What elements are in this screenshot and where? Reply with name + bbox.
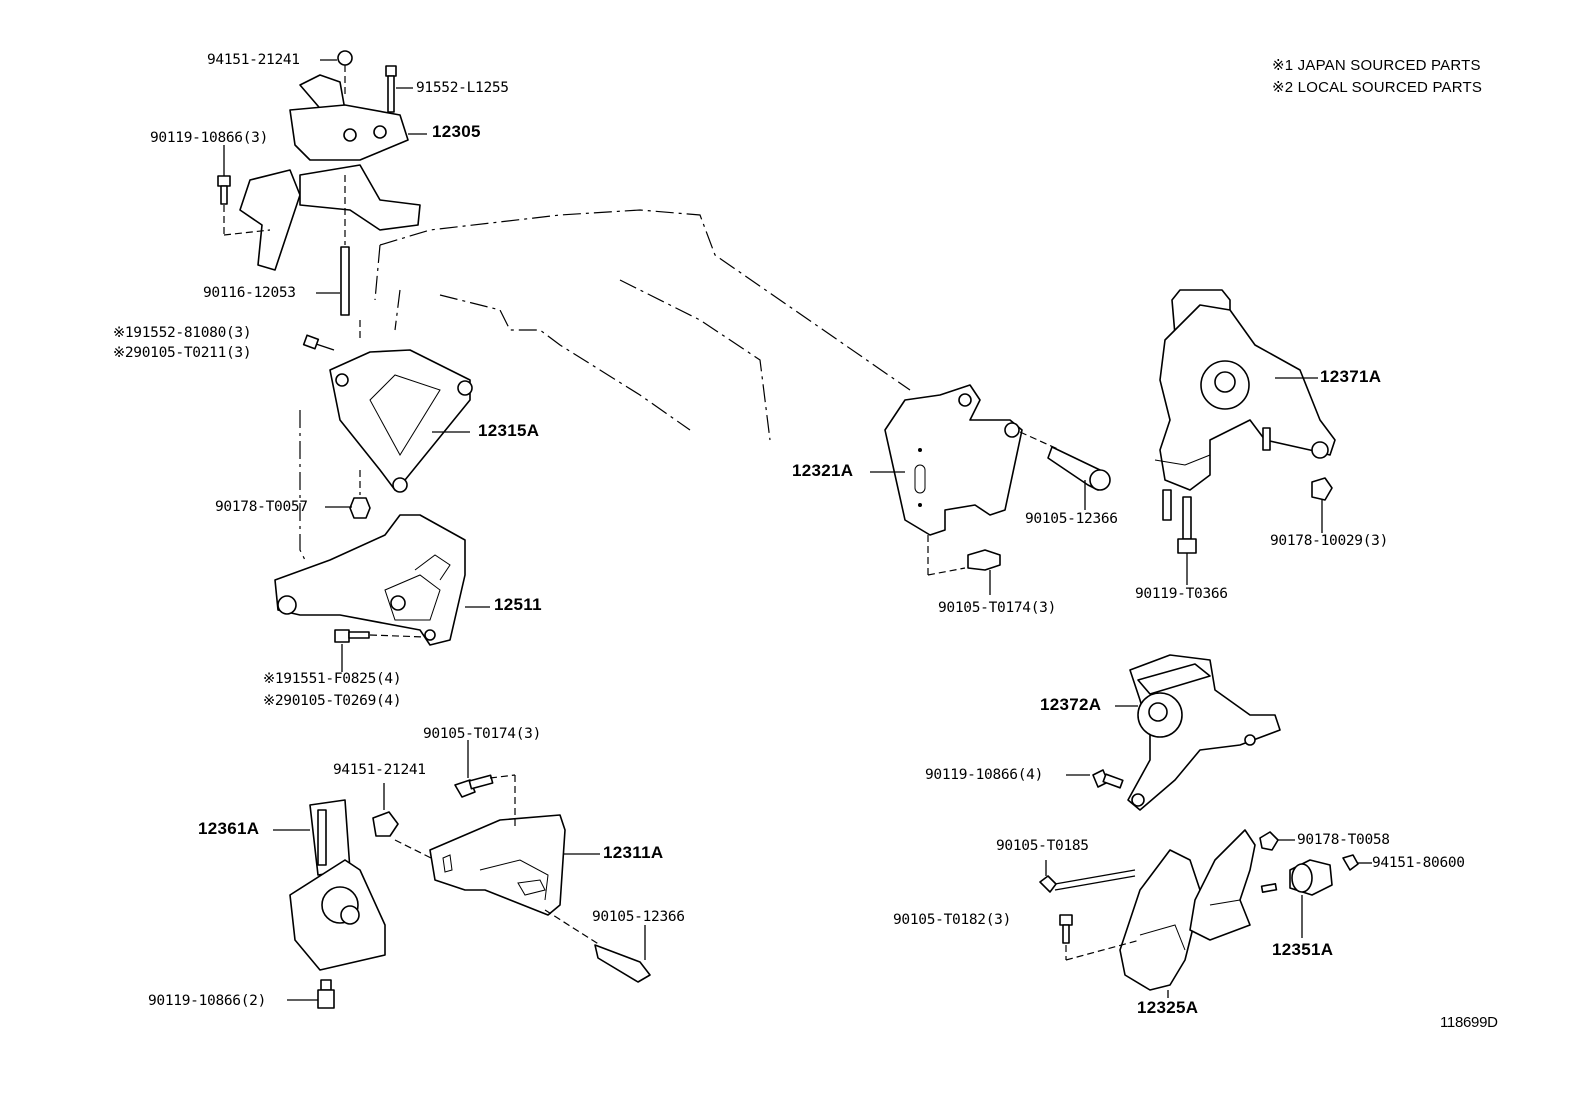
bracket-12315A: [302, 320, 473, 519]
callout-12311A[interactable]: 12311A: [603, 843, 664, 862]
mount-12305: [217, 50, 421, 316]
callout-90105-12366-right[interactable]: 90105-12366: [1025, 511, 1118, 527]
callout-12315A[interactable]: 12315A: [478, 421, 540, 440]
callout-90119-T0366[interactable]: 90119-T0366: [1135, 586, 1228, 602]
callout-12371A[interactable]: 12371A: [1320, 367, 1382, 386]
callout-90105-T0185[interactable]: 90105-T0185: [996, 838, 1089, 854]
callout-90116-12053[interactable]: 90116-12053: [203, 285, 296, 301]
engine-outline: [299, 209, 911, 561]
callout-12351A[interactable]: 12351A: [1272, 940, 1334, 959]
callout-90119-10866-3[interactable]: 90119-10866(3): [150, 130, 269, 146]
callout-90105-T0182-3[interactable]: 90105-T0182(3): [893, 912, 1012, 928]
callout-90178-10029-3[interactable]: 90178-10029(3): [1270, 533, 1389, 549]
callout-91552-81080-3[interactable]: ※191552-81080(3): [113, 325, 252, 341]
mount-12372A: [1066, 654, 1281, 811]
nut-94151-21241-mid: [372, 783, 436, 861]
callout-91552-L1255[interactable]: 91552-L1255: [416, 80, 509, 96]
callout-91551-F0825-4[interactable]: ※191551-F0825(4): [263, 671, 402, 687]
callout-90178-T0057[interactable]: 90178-T0057: [215, 499, 308, 515]
callout-12511[interactable]: 12511: [494, 595, 542, 614]
callout-94151-80600[interactable]: 94151-80600: [1372, 855, 1465, 871]
callout-12361A[interactable]: 12361A: [198, 819, 260, 838]
callout-90119-10866-2[interactable]: 90119-10866(2): [148, 993, 267, 1009]
callout-90105-T0174-3-left[interactable]: 90105-T0174(3): [423, 726, 542, 742]
callout-90105-T0174-3-right[interactable]: 90105-T0174(3): [938, 600, 1057, 616]
mount-12371A: [1154, 289, 1336, 585]
callout-12321A[interactable]: 12321A: [792, 461, 854, 480]
bracket-12321A: [870, 384, 1111, 595]
diagram-code: 118699D: [1440, 1014, 1498, 1031]
bracket-12511: [274, 514, 466, 646]
bracket-12325A: [1039, 829, 1372, 998]
callout-94151-21241-top[interactable]: 94151-21241: [207, 52, 300, 68]
callout-90178-T0058[interactable]: 90178-T0058: [1297, 832, 1390, 848]
callout-90105-T0211-3[interactable]: ※290105-T0211(3): [113, 345, 252, 361]
callout-12372A[interactable]: 12372A: [1040, 695, 1102, 714]
callout-12325A[interactable]: 12325A: [1137, 998, 1199, 1017]
bracket-12311A: [429, 774, 651, 983]
note-japan-sourced: ※1 JAPAN SOURCED PARTS: [1272, 57, 1481, 74]
callout-12305[interactable]: 12305: [432, 122, 481, 141]
callout-90105-T0269-4[interactable]: ※290105-T0269(4): [263, 693, 402, 709]
note-local-sourced: ※2 LOCAL SOURCED PARTS: [1272, 79, 1483, 96]
mount-12361A: [287, 799, 386, 1009]
callout-90105-12366-left[interactable]: 90105-12366: [592, 909, 685, 925]
leader-lines: [223, 59, 490, 831]
callout-94151-21241-mid[interactable]: 94151-21241: [333, 762, 426, 778]
callout-90119-10866-4[interactable]: 90119-10866(4): [925, 767, 1044, 783]
